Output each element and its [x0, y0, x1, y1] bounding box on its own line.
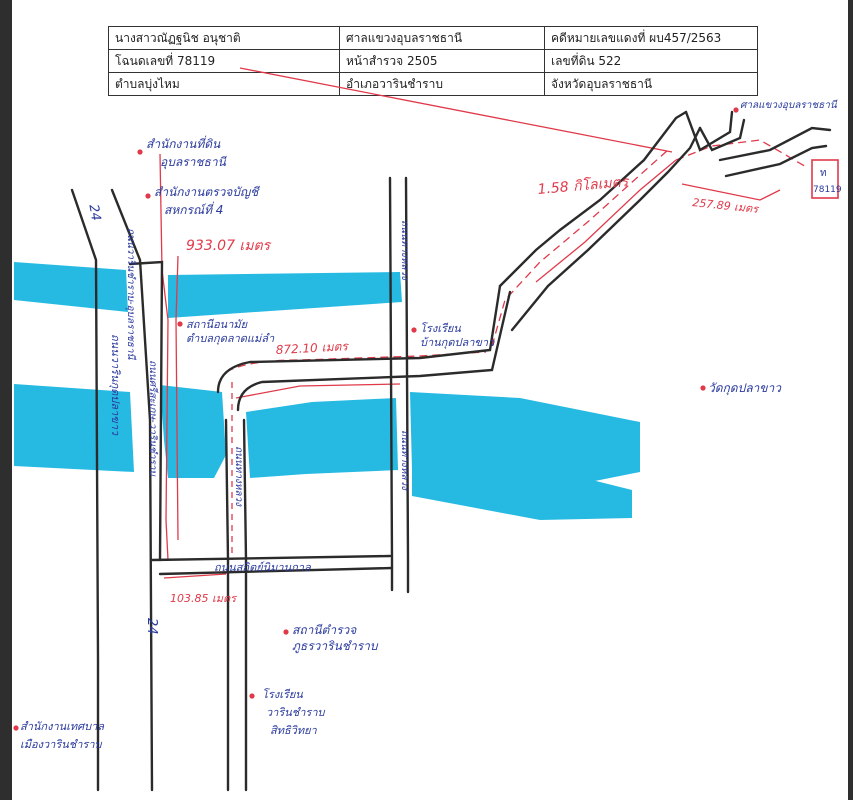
deed-info-table: นางสาวณัฏฐนิช อนุชาติ ศาลแขวงอุบลราชธานี… — [108, 26, 758, 96]
plot-box — [811, 159, 839, 199]
viewer-edge — [848, 0, 853, 800]
viewer-sidebar — [0, 0, 12, 800]
distance-d4: 257.89 เมตร — [692, 196, 761, 216]
label-school-bottom-1: โรงเรียน — [262, 688, 303, 701]
road-edge — [70, 188, 100, 792]
landmark-dot — [137, 149, 143, 155]
route-line — [235, 383, 401, 399]
label-land-office-2: อุบลราชธานี — [160, 155, 227, 170]
road-edge — [128, 260, 164, 562]
water-band — [160, 385, 226, 478]
road-edge — [404, 176, 410, 594]
road-edge — [224, 418, 230, 562]
label-municipality-1: สำนักงานเทศบาล — [20, 720, 105, 733]
landmark-dot — [177, 321, 183, 327]
label-police-2: ภูธรวารินชำราบ — [292, 639, 379, 654]
label-health-2: ตำบลกุดลาดแม่ลำ — [186, 332, 275, 345]
distance-d5: 103.85 เมตร — [170, 592, 238, 605]
distance-labels: 933.07 เมตร 872.10 เมตร 1.58 กิโลเมตร 25… — [170, 173, 761, 605]
label-audit-office-1: สำนักงานตรวจบัญชี — [154, 185, 260, 199]
label-school-bottom-3: สิทธิวิทยา — [270, 724, 318, 737]
label-school-right-1: โรงเรียน — [420, 322, 461, 335]
road-label-left-inner-upper: ถนนวารินชำราบ-อุบลราชธานี — [125, 228, 137, 361]
road-label-24-top: 24 — [85, 203, 103, 222]
landmark-dot — [283, 629, 289, 635]
route-lines — [159, 67, 809, 579]
table-cell: ตำบลบุ่งไหม — [108, 72, 340, 96]
distance-d1: 933.07 เมตร — [186, 238, 272, 254]
landmark-dots — [13, 107, 739, 731]
road-edge — [150, 554, 392, 562]
water-band — [14, 262, 128, 312]
road-edge — [498, 110, 688, 288]
label-school-right-2: บ้านกุดปลาขาว — [420, 336, 495, 349]
route-line — [675, 139, 809, 169]
road-label-left-inner-lower: ถนนศรีสะเกษ-วารินชำราบ — [147, 360, 159, 477]
road-label-right-upper: ถนนทางหลวง — [399, 220, 410, 281]
landmark-dot — [145, 193, 151, 199]
road-edge — [684, 110, 734, 152]
route-line — [491, 149, 669, 347]
landmark-dot — [700, 385, 706, 391]
road-edge — [724, 144, 828, 178]
road-edge — [718, 126, 832, 162]
table-cell: โฉนดเลขที่ 78119 — [108, 49, 340, 73]
landmark-dot — [733, 107, 739, 113]
water-band — [14, 384, 134, 472]
road-label-left-vertical: ถนนวารินกุดปลาขาว — [109, 334, 122, 436]
road-edge — [236, 290, 512, 412]
route-line — [159, 153, 169, 561]
road-label-right-lower: ถนนทางหลวง — [399, 430, 410, 491]
road-edge — [510, 126, 702, 332]
road-edge — [110, 188, 154, 792]
road-edge — [388, 176, 394, 592]
label-court: ศาลแขวงอุบลราชธานี — [740, 99, 838, 111]
water-band — [168, 272, 402, 318]
table-row: โฉนดเลขที่ 78119 หน้าสำรวจ 2505 เลขที่ดิ… — [108, 49, 758, 73]
route-line — [175, 255, 179, 541]
landmark-labels: ศาลแขวงอุบลราชธานี สำนักงานที่ดิน อุบลรา… — [20, 99, 838, 751]
plot-label-top: ท — [820, 168, 827, 179]
plot-label-bottom: 78119 — [813, 185, 842, 195]
table-cell: เลขที่ดิน 522 — [544, 49, 758, 73]
distance-d2: 872.10 เมตร — [275, 339, 349, 357]
subject-plot: ท 78119 — [811, 159, 842, 199]
road-edge — [698, 118, 746, 152]
road-edge — [242, 418, 248, 792]
road-label-middle: ถนนทางหลวง — [233, 446, 244, 507]
road-labels: 24 24 ถนนวารินกุดปลาขาว ถนนวารินชำราบ-อุ… — [85, 203, 410, 634]
route-line — [163, 573, 227, 579]
table-cell: อำเภอวารินชำราบ — [339, 72, 545, 96]
table-cell: จังหวัดอุบลราชธานี — [544, 72, 758, 96]
label-school-bottom-2: วารินชำราบ — [266, 706, 326, 719]
label-police-1: สถานีตำรวจ — [292, 623, 357, 637]
label-health-1: สถานีอนามัย — [186, 318, 249, 331]
road-label-24-bottom: 24 — [144, 618, 159, 635]
water-band — [412, 448, 632, 520]
label-municipality-2: เมืองวารินชำราบ — [20, 738, 102, 751]
landmark-dot — [13, 725, 19, 731]
route-line — [239, 67, 673, 153]
water-band — [246, 398, 398, 478]
water-bands — [14, 262, 640, 520]
landmark-dot — [249, 693, 255, 699]
label-temple: วัดกุดปลาขาว — [708, 381, 782, 396]
label-land-office-1: สำนักงานที่ดิน — [146, 135, 221, 151]
road-label-bottom: ถนนสถิตย์นิมานกาล — [214, 561, 312, 574]
landmark-dot — [411, 327, 417, 333]
road-edge — [158, 566, 394, 576]
roads — [70, 110, 832, 792]
route-line — [681, 183, 781, 201]
route-line — [535, 159, 677, 283]
label-audit-office-2: สหกรณ์ที่ 4 — [164, 201, 223, 217]
table-row: ตำบลบุ่งไหม อำเภอวารินชำราบ จังหวัดอุบลร… — [108, 72, 758, 96]
distance-d3: 1.58 กิโลเมตร — [537, 173, 630, 198]
